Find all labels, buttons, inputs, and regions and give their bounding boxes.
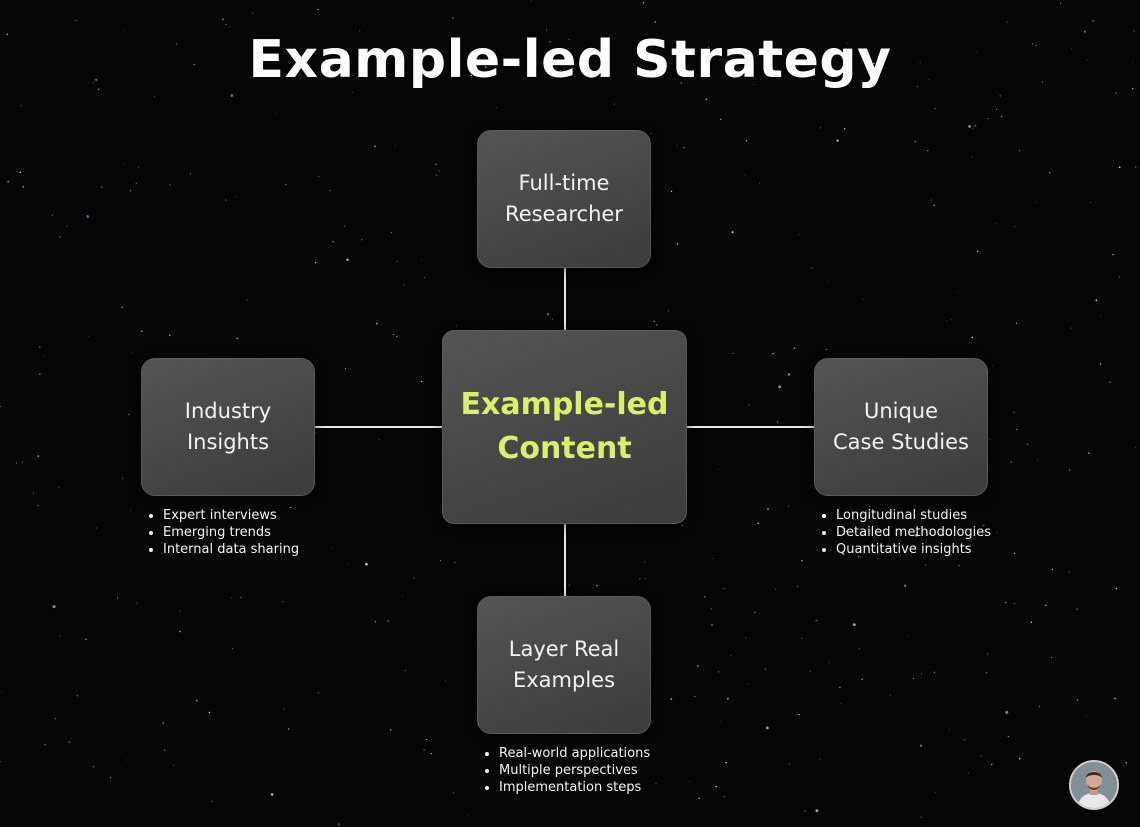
node-left-line-1: Industry xyxy=(184,399,272,423)
connector-top xyxy=(564,268,566,330)
node-bottom-line-1: Layer Real xyxy=(508,637,620,661)
list-item: Internal data sharing xyxy=(163,541,299,558)
list-item: Quantitative insights xyxy=(836,541,991,558)
list-item: Real-world applications xyxy=(499,745,650,762)
list-item: Implementation steps xyxy=(499,779,650,796)
list-item: Longitudinal studies xyxy=(836,507,991,524)
node-left-line-2: Insights xyxy=(186,430,270,454)
list-item: Multiple perspectives xyxy=(499,762,650,779)
connector-left xyxy=(315,426,442,428)
node-full-time-researcher: Full-time Researcher xyxy=(477,130,651,268)
node-top-line-1: Full-time xyxy=(518,171,610,195)
page-title: Example-led Strategy xyxy=(248,30,892,90)
node-unique-case-studies: Unique Case Studies xyxy=(814,358,988,496)
connector-bottom xyxy=(564,524,566,596)
node-layer-real-examples: Layer Real Examples xyxy=(477,596,651,734)
real-examples-bullets: Real-world applications Multiple perspec… xyxy=(479,745,650,796)
avatar-portrait-icon xyxy=(1071,762,1117,808)
user-avatar-icon[interactable] xyxy=(1069,760,1119,810)
node-right-line-1: Unique xyxy=(863,399,939,423)
node-bottom-line-2: Examples xyxy=(512,668,616,692)
node-right-line-2: Case Studies xyxy=(833,430,969,454)
list-item: Emerging trends xyxy=(163,524,299,541)
center-node: Example-led Content xyxy=(442,330,687,524)
case-studies-bullets: Longitudinal studies Detailed methodolog… xyxy=(816,507,991,558)
connector-right xyxy=(687,426,814,428)
center-node-line-1: Example-led xyxy=(460,387,669,422)
industry-insights-bullets: Expert interviews Emerging trends Intern… xyxy=(143,507,299,558)
node-top-line-2: Researcher xyxy=(505,202,623,226)
node-industry-insights: Industry Insights xyxy=(141,358,315,496)
list-item: Expert interviews xyxy=(163,507,299,524)
list-item: Detailed methodologies xyxy=(836,524,991,541)
center-node-line-2: Content xyxy=(497,431,632,466)
